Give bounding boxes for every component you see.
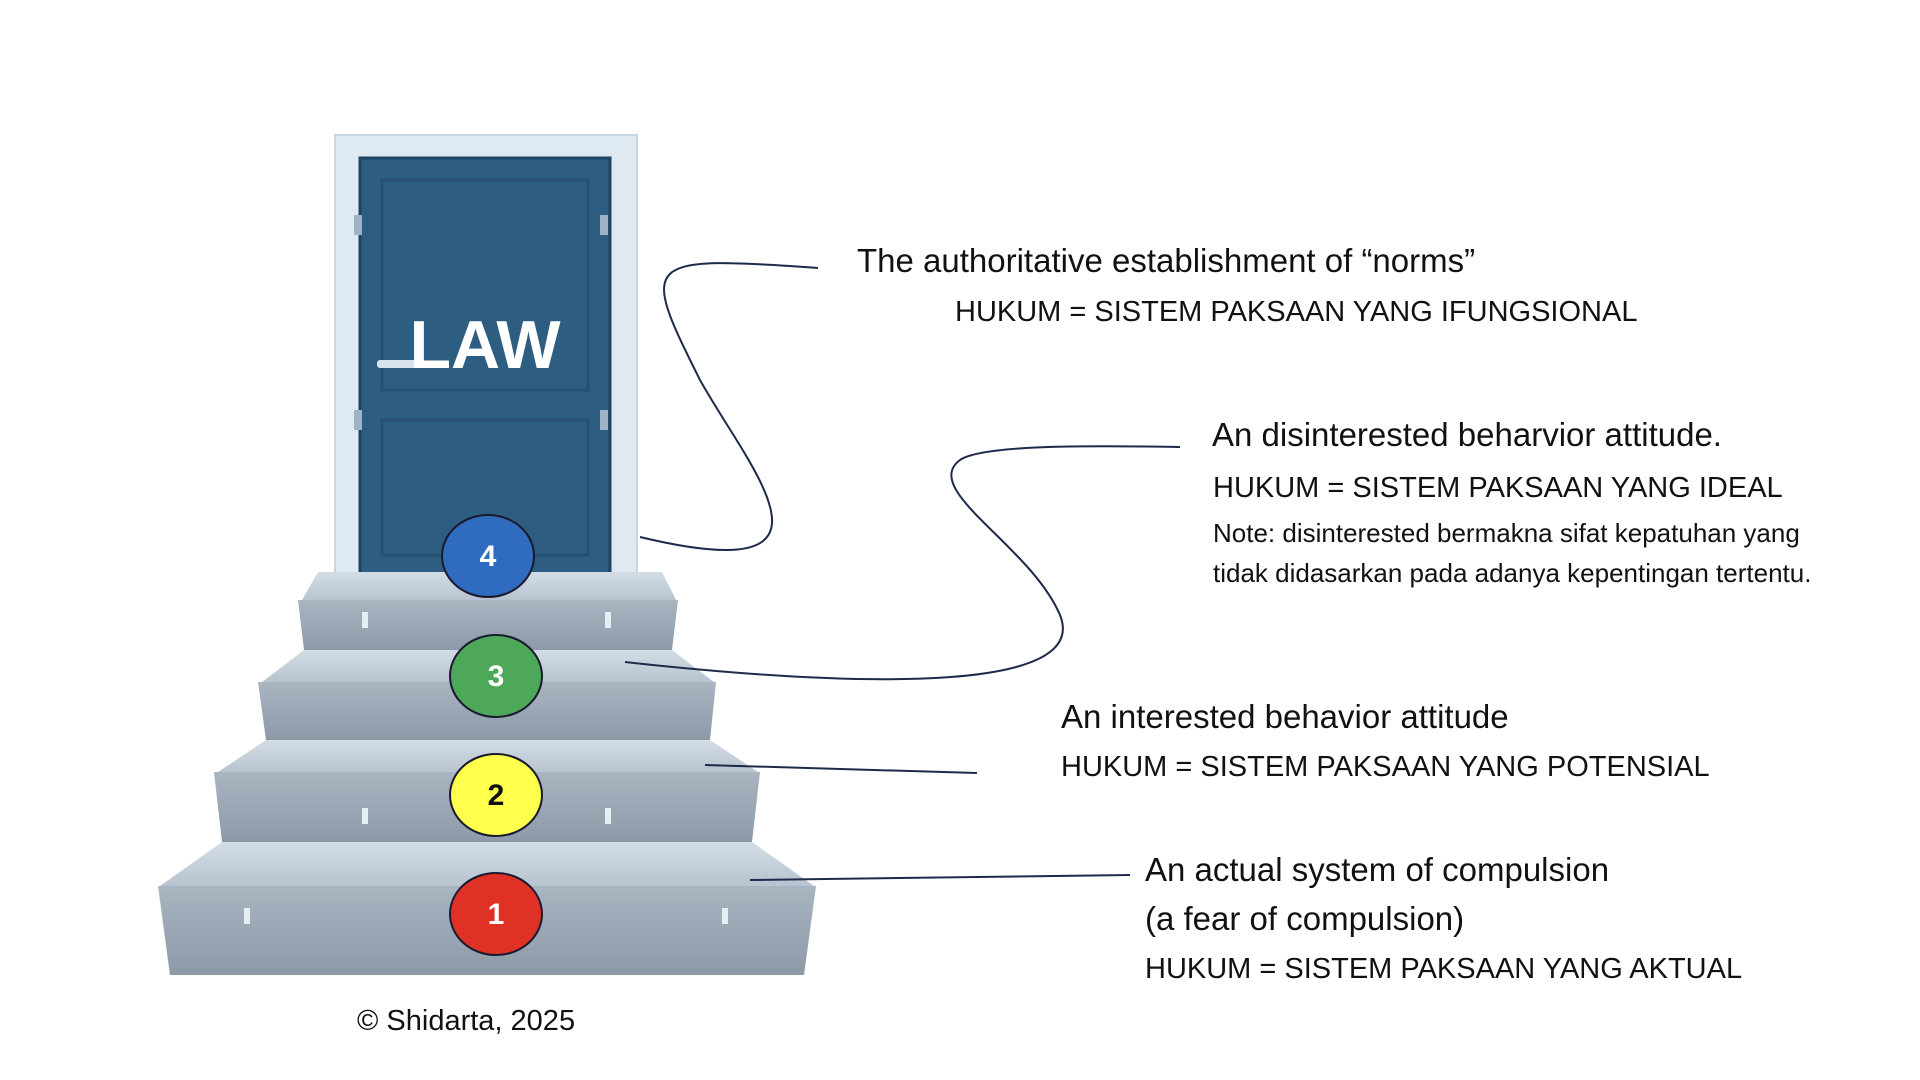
connector-line-step-4 xyxy=(639,262,819,552)
connector-line-step-2 xyxy=(704,764,978,774)
annotation-step-1-subheading: (a fear of compulsion) xyxy=(1145,900,1465,937)
step-badge-4 xyxy=(441,514,535,598)
step-badge-2 xyxy=(449,753,543,837)
step-badge-1 xyxy=(449,872,543,956)
annotation-step-1-line: HUKUM = SISTEM PAKSAAN YANG AKTUAL xyxy=(1145,953,1743,985)
door-label: LAW xyxy=(409,307,561,383)
annotation-step-4-heading: The authoritative establishment of “norm… xyxy=(857,242,1476,279)
annotation-step-4-line: HUKUM = SISTEM PAKSAAN YANG IFUNGSIONAL xyxy=(955,296,1638,328)
annotation-step-3-heading: An disinterested beharvior attitude. xyxy=(1212,416,1722,453)
step-badge-3 xyxy=(449,634,543,718)
connectors xyxy=(624,262,1181,881)
annotation-step-3-line: HUKUM = SISTEM PAKSAAN YANG IDEAL xyxy=(1213,472,1783,504)
step-badges: 1 2 3 4 xyxy=(441,514,543,956)
hinge-icon xyxy=(600,215,608,235)
hinge-icon xyxy=(354,215,362,235)
stair-bolt-icon xyxy=(722,908,728,924)
step-badge-number: 4 xyxy=(480,540,497,573)
door-handle-icon xyxy=(377,360,419,368)
hinge-icon xyxy=(354,410,362,430)
step-badge-number: 1 xyxy=(488,898,505,931)
stair-step-front xyxy=(298,600,678,650)
stair-bolt-icon xyxy=(244,908,250,924)
hinge-icon xyxy=(600,410,608,430)
door-upper-panel xyxy=(380,178,590,392)
step-badge-number: 3 xyxy=(488,660,505,693)
annotation-step-2-heading: An interested behavior attitude xyxy=(1061,698,1509,735)
stair-bolt-icon xyxy=(605,612,611,628)
annotation-step-2-line: HUKUM = SISTEM PAKSAAN YANG POTENSIAL xyxy=(1061,751,1710,783)
stair-bolt-icon xyxy=(362,808,368,824)
annotation-step-1-heading: An actual system of compulsion xyxy=(1145,851,1610,888)
connector-line-step-1 xyxy=(749,874,1131,881)
connector-line-step-3 xyxy=(624,445,1181,681)
annotation-step-3-note: tidak didasarkan pada adanya kepentingan… xyxy=(1213,558,1812,588)
stair-bolt-icon xyxy=(605,808,611,824)
stair-step-tread xyxy=(160,842,814,886)
copyright-notice: © Shidarta, 2025 xyxy=(357,1005,576,1037)
stair-bolt-icon xyxy=(362,612,368,628)
step-badge-number: 2 xyxy=(488,779,505,812)
annotation-step-3-note: Note: disinterested bermakna sifat kepat… xyxy=(1213,518,1800,548)
